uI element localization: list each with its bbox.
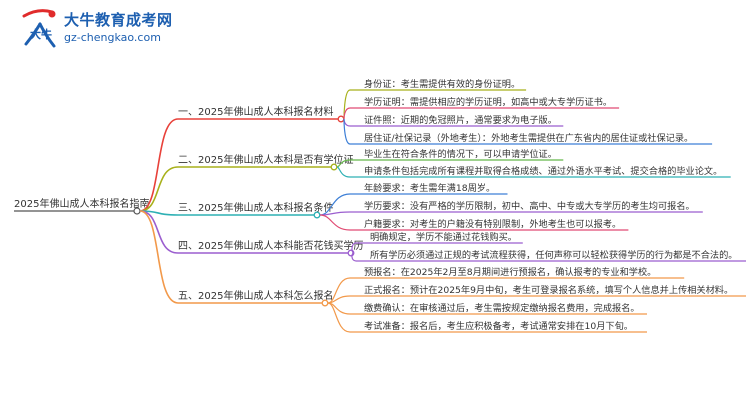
leaf-connector <box>319 214 351 231</box>
leaf-connector <box>351 252 357 262</box>
leaf-label: 身份证：考生需提供有效的身份证明。 <box>364 78 520 90</box>
leaf-label: 明确规定，学历不能通过花钱购买。 <box>370 231 517 243</box>
leaf-label: 毕业生在符合条件的情况下，可以申请学位证。 <box>364 148 557 160</box>
leaf-label: 学历要求：没有严格的学历限制，初中、高中、中专或大专学历的考生均可报名。 <box>364 200 695 212</box>
leaf-label: 正式报名：预计在2025年9月中旬，考生可登录报名系统，填写个人信息并上传相关材… <box>364 284 733 296</box>
leaf-label: 户籍要求：对考生的户籍没有特别限制，外地考生也可以报考。 <box>364 218 621 230</box>
branch-label: 四、2025年佛山成人本科能否花钱买学历 <box>178 239 363 252</box>
leaf-label: 预报名：在2025年2月至8月期间进行预报名，确认报考的专业和学校。 <box>364 266 656 278</box>
leaf-connector <box>343 118 351 145</box>
branch-node-dot <box>321 299 329 307</box>
branch-connector <box>139 118 179 212</box>
branch-label: 二、2025年佛山成人本科是否有学位证 <box>178 153 353 166</box>
leaf-connector <box>343 107 351 120</box>
branch-label: 五、2025年佛山成人本科怎么报名 <box>178 289 333 302</box>
leaf-connector <box>327 302 351 333</box>
logo-mark-icon: 大牛 <box>22 9 56 48</box>
leaf-label: 考试准备：报名后，考生应积极备考，考试通常安排在10月下旬。 <box>364 320 633 332</box>
branch-connector <box>139 210 179 254</box>
branch-node-dot <box>313 211 321 219</box>
logo-title: 大牛教育成考网 <box>64 11 173 29</box>
branch-node-dot <box>337 115 345 123</box>
leaf-label: 申请条件包括完成所有课程并取得合格成绩、通过外语水平考试、提交合格的毕业论文。 <box>364 165 722 177</box>
branch-label: 一、2025年佛山成人本科报名材料 <box>178 105 333 118</box>
leaf-label: 缴费确认：在审核通过后，考生需按规定缴纳报名费用，完成报名。 <box>364 302 640 314</box>
leaf-label: 证件照：近期的免冠照片，通常要求为电子版。 <box>364 114 557 126</box>
branch-label: 三、2025年佛山成人本科报名条件 <box>178 201 333 214</box>
leaf-label: 所有学历必须通过正规的考试流程获得，任何声称可以轻松获得学历的行为都是不合法的。 <box>370 249 738 261</box>
logo-url: gz-chengkao.com <box>64 31 161 44</box>
leaf-connector <box>343 118 351 127</box>
root-node-dot <box>133 207 141 215</box>
leaf-label: 年龄要求：考生需年满18周岁。 <box>364 182 495 194</box>
logo-mark-text: 大牛 <box>30 27 52 41</box>
branch-connector <box>139 166 179 212</box>
branch-connector <box>139 210 179 304</box>
branch-node-dot <box>330 163 338 171</box>
leaf-connector <box>336 166 351 178</box>
root-label: 2025年佛山成人本科报名指南 <box>14 197 149 210</box>
leaf-label: 居住证/社保记录（外地考生）：外地考生需提供在广东省内的居住证或社保记录。 <box>364 132 693 144</box>
leaf-label: 学历证明：需提供相应的学历证明，如高中或大专学历证书。 <box>364 96 612 108</box>
site-logo[interactable]: 大牛 大牛教育成考网 gz-chengkao.com <box>18 6 218 52</box>
